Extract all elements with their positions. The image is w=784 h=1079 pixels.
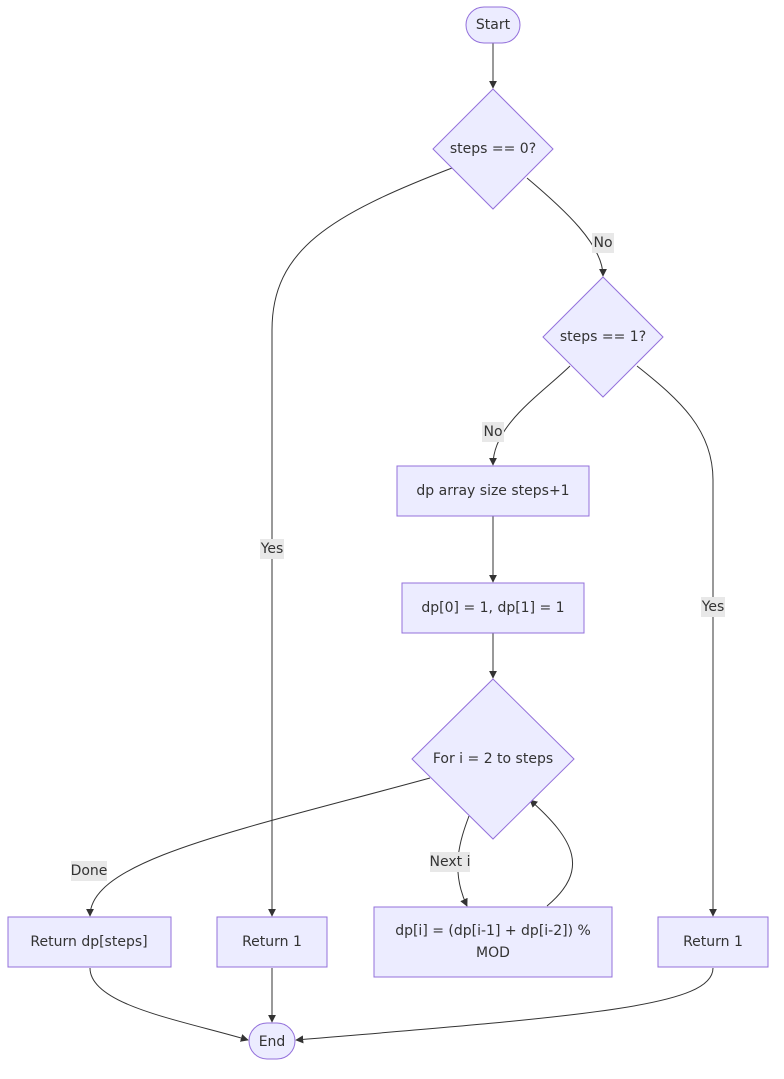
svg-text:Start: Start: [476, 17, 511, 33]
node-dp-array: dp array size steps+1: [396, 465, 590, 517]
svg-text:dp[i] = (dp[i-1] + dp[i-2]) %: dp[i] = (dp[i-1] + dp[i-2]) %: [395, 923, 591, 939]
edge-label-zero-yes: Yes: [260, 539, 284, 559]
svg-text:No: No: [593, 235, 612, 251]
node-return-dp: Return dp[steps]: [7, 916, 172, 968]
svg-text:Yes: Yes: [701, 599, 725, 615]
node-dp-init: dp[0] = 1, dp[1] = 1: [401, 582, 585, 634]
edge-label-one-yes: Yes: [701, 597, 725, 617]
edge-steps-one-no: [489, 365, 571, 466]
svg-text:Yes: Yes: [260, 541, 284, 557]
node-start: Start: [465, 6, 521, 44]
edge-update-back-to-loop: [529, 799, 573, 907]
svg-text:Return 1: Return 1: [242, 934, 302, 950]
edge-loop-done: [86, 777, 431, 917]
svg-text:End: End: [259, 1034, 286, 1050]
svg-text:dp array size steps+1: dp array size steps+1: [416, 483, 569, 499]
svg-text:No: No: [483, 424, 502, 440]
edge-label-loop-done: Done: [71, 861, 108, 881]
svg-text:dp[0] = 1, dp[1] = 1: dp[0] = 1, dp[1] = 1: [421, 600, 564, 616]
svg-text:steps == 0?: steps == 0?: [450, 141, 536, 157]
node-return-one-right: Return 1: [657, 916, 769, 968]
edge-steps-zero-yes: [268, 167, 453, 917]
node-steps-one-decision: steps == 1?: [542, 276, 664, 398]
node-steps-zero-decision: steps == 0?: [432, 88, 554, 210]
node-for-loop-decision: For i = 2 to steps: [411, 678, 575, 840]
svg-text:Return 1: Return 1: [683, 934, 743, 950]
node-dp-update: dp[i] = (dp[i-1] + dp[i-2]) % MOD: [373, 906, 613, 978]
svg-text:steps == 1?: steps == 1?: [560, 329, 646, 345]
svg-text:Return dp[steps]: Return dp[steps]: [30, 934, 147, 950]
edge-return-dp-to-end: [89, 967, 249, 1042]
edge-steps-zero-no: [526, 177, 607, 277]
edge-label-zero-no: No: [592, 233, 614, 253]
svg-text:Done: Done: [71, 863, 108, 879]
node-return-one-left: Return 1: [216, 916, 328, 968]
edge-return-right-to-end: [295, 967, 714, 1044]
svg-text:MOD: MOD: [476, 945, 510, 961]
edge-steps-one-yes: [636, 365, 717, 917]
svg-text:For i = 2 to steps: For i = 2 to steps: [433, 751, 553, 767]
edge-label-one-no: No: [482, 422, 504, 442]
svg-text:Next i: Next i: [430, 854, 471, 870]
node-end: End: [248, 1022, 296, 1060]
edge-label-loop-next: Next i: [430, 852, 471, 872]
